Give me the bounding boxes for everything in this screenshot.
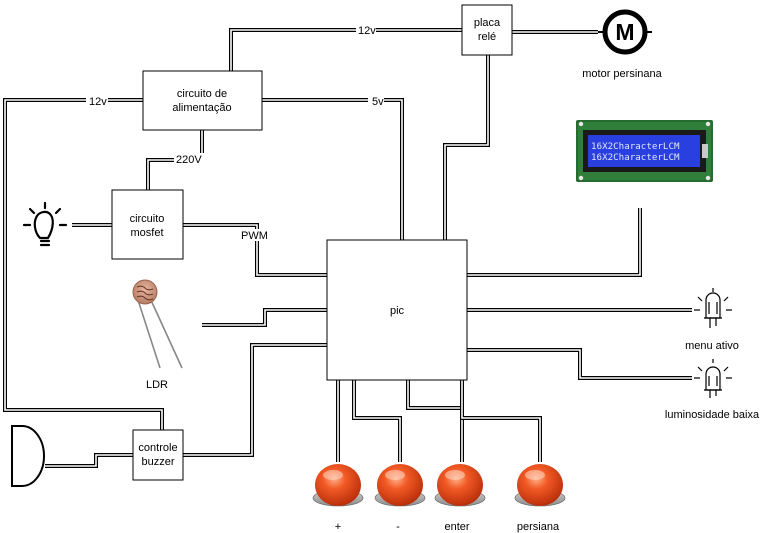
- wire-pic-to-lcd: [467, 208, 642, 277]
- wire-pic-to-led-lum: [467, 348, 692, 380]
- wire-pic-to-btn-enter: [406, 380, 464, 462]
- motor-symbol: M: [615, 19, 634, 45]
- wire-pic-to-buzzer: [183, 343, 327, 457]
- wire-buzzer-control-to-buzzer: [45, 453, 133, 468]
- lcd-line-1: 16X2CharacterLCM: [591, 141, 680, 152]
- mosfet-label-1: circuito: [130, 213, 165, 225]
- wire-label-relay-12v: 12v: [358, 25, 376, 37]
- buzzer-control-label-2: buzzer: [141, 456, 174, 468]
- buzzer-control-block: controle buzzer: [132, 429, 184, 481]
- button-persiana: [514, 464, 566, 507]
- ldr-icon: [132, 279, 183, 369]
- motor-icon: M: [598, 9, 652, 55]
- relay-board-label-1: placa: [474, 17, 501, 29]
- button-enter-label: enter: [444, 521, 469, 533]
- lamp-icon: [22, 201, 68, 247]
- wire-label-220v: 220V: [176, 154, 202, 166]
- buzzer-control-label-1: controle: [138, 442, 177, 454]
- buzzer-icon: [11, 425, 45, 487]
- lcd-line-2: 16X2CharacterLCM: [591, 152, 680, 163]
- wire-label-left-12v: 12v: [89, 96, 107, 108]
- wires: [3, 28, 692, 468]
- wire-relay-to-pic: [443, 55, 490, 240]
- lcd-display: 16X2CharacterLCM 16X2CharacterLCM: [576, 120, 713, 182]
- button-minus: [374, 464, 426, 507]
- wire-pic-to-btn-persiana: [460, 380, 542, 462]
- relay-board-block: placa relé: [461, 4, 513, 56]
- led-lum-label: luminosidade baixa: [665, 409, 760, 421]
- relay-board-label-2: relé: [478, 31, 496, 43]
- button-persiana-label: persiana: [517, 521, 560, 533]
- mosfet-block: circuito mosfet: [111, 189, 184, 260]
- led-menu-icon: [694, 288, 732, 328]
- button-plus-label: +: [335, 521, 341, 533]
- button-minus-label: -: [396, 521, 400, 533]
- wire-label-pwm: PWM: [241, 230, 268, 242]
- wire-ldr-to-pic: [202, 308, 327, 327]
- led-lum-icon: [694, 359, 732, 398]
- wire-mosfet-to-pic-pwm: [183, 223, 327, 277]
- wire-power-to-pic-5v: [262, 98, 404, 240]
- motor-label: motor persinana: [582, 68, 662, 80]
- power-supply-label-2: alimentação: [172, 102, 231, 114]
- button-plus: [312, 464, 364, 507]
- wire-power-12v-left: [3, 98, 164, 430]
- pic-block: pic: [326, 239, 468, 381]
- mosfet-label-2: mosfet: [130, 227, 163, 239]
- wire-label-pic-5v: 5v: [372, 96, 384, 108]
- pic-label: pic: [390, 305, 405, 317]
- led-menu-label: menu ativo: [685, 340, 739, 352]
- wire-power-to-relay: [229, 28, 462, 72]
- wire-labels: 12v 12v 5v 220V PWM: [86, 24, 384, 242]
- wire-pic-to-btn-minus: [352, 380, 402, 462]
- button-enter: [434, 464, 486, 507]
- ldr-label: LDR: [146, 379, 168, 391]
- power-supply-block: circuito de alimentação: [142, 70, 263, 131]
- power-supply-label-1: circuito de: [177, 88, 227, 100]
